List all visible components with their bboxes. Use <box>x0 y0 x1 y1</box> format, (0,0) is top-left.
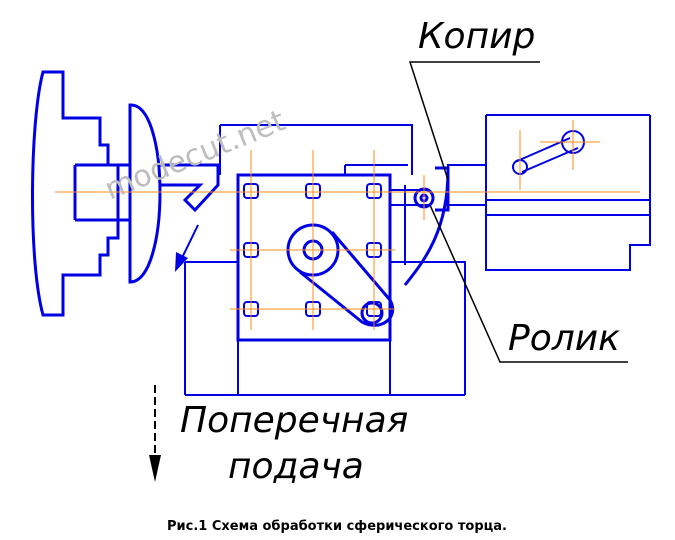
faceplate-disc <box>128 103 162 284</box>
workpiece-part <box>160 163 220 213</box>
figure-caption: Рис.1 Схема обработки сферического торца… <box>167 519 507 534</box>
crank-link <box>514 137 579 173</box>
chuck-jaw-body <box>31 70 120 317</box>
centerlines <box>55 120 640 330</box>
roller-assembly <box>403 166 450 286</box>
housing-body <box>485 114 651 271</box>
roller-leader <box>429 204 628 363</box>
cross-feed-label-line2: подача <box>228 446 364 487</box>
tool-feed-arrow-head <box>175 252 188 272</box>
carriage <box>184 124 466 396</box>
pivot-lever <box>286 223 395 327</box>
lever-arm <box>299 231 395 327</box>
cross-feed-label-line1: Поперечная <box>180 400 408 441</box>
housing-flange <box>447 164 487 206</box>
lower-saddle <box>184 261 466 396</box>
lever-end <box>360 301 384 325</box>
copier-label: Копир <box>418 16 535 57</box>
cross-feed-arrow-head <box>149 455 161 482</box>
leaders <box>408 61 628 363</box>
copier-leader <box>408 61 540 181</box>
roller-label: Ролик <box>508 318 620 359</box>
feed-arrows <box>149 224 199 482</box>
tool-slide-block <box>236 173 392 342</box>
saddle-inner <box>404 160 413 265</box>
carriage-top-body <box>219 124 413 175</box>
copier-profile <box>403 169 450 286</box>
